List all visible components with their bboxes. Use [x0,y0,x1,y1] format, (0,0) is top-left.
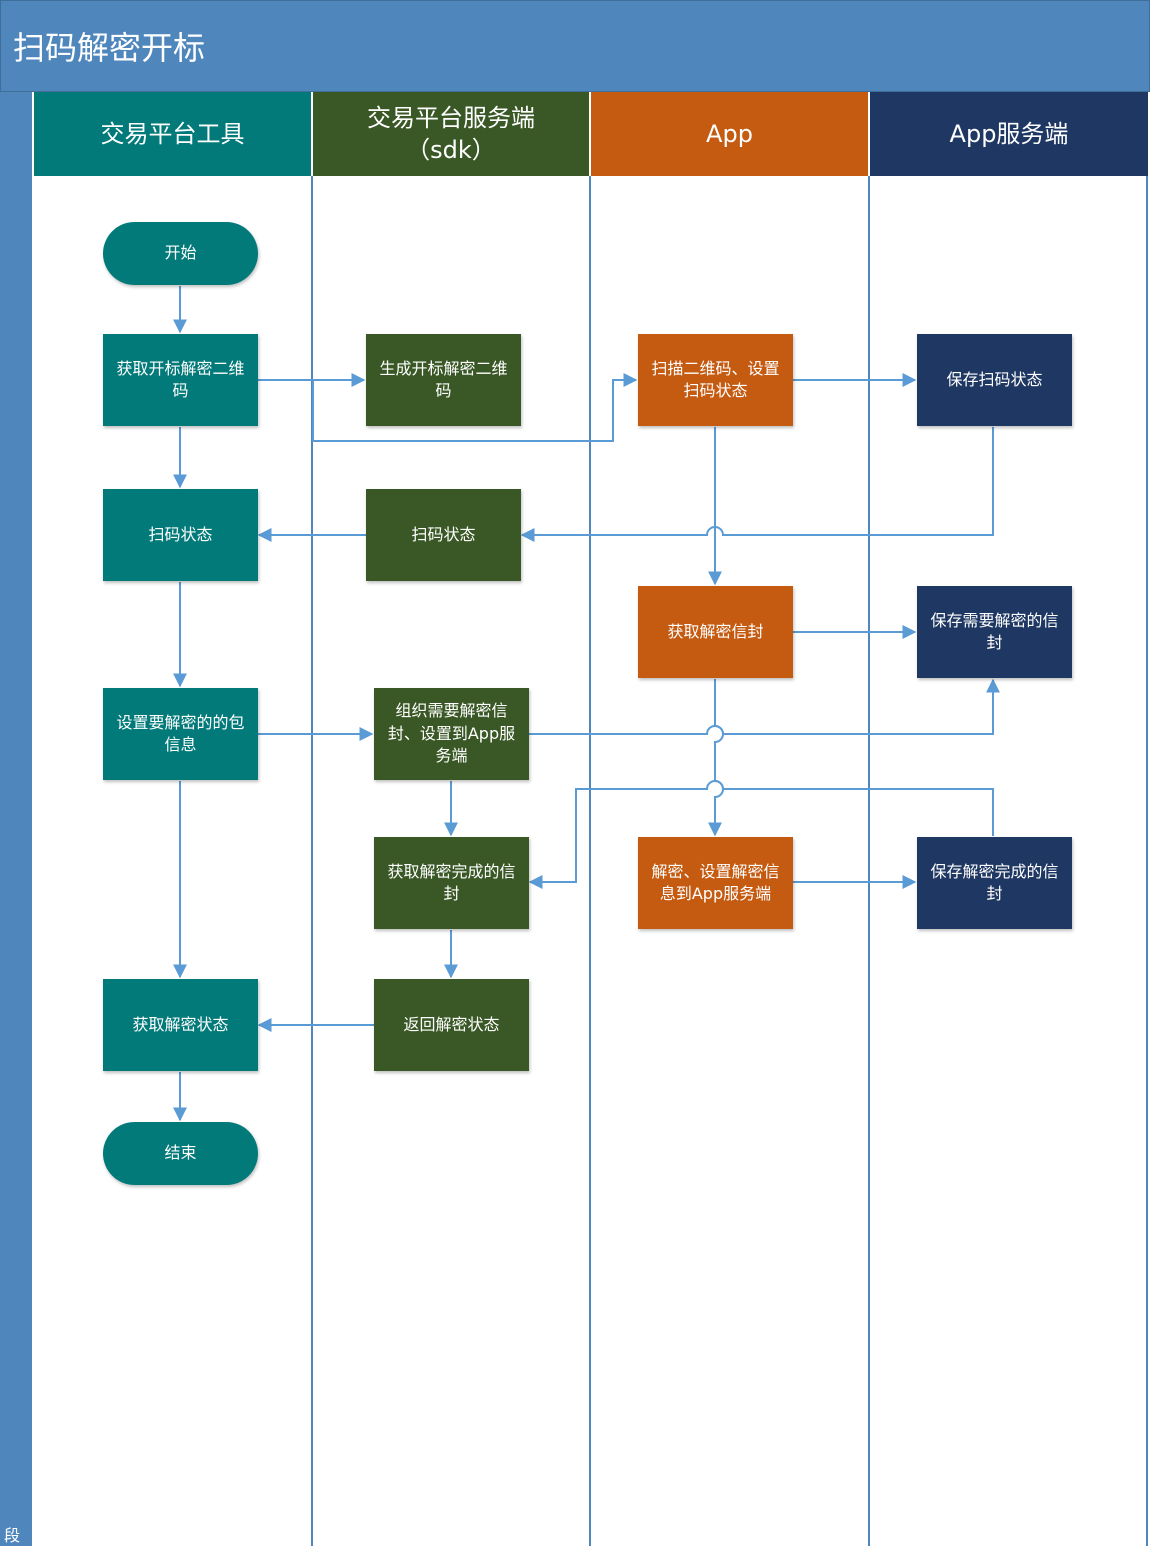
end-node: 结束 [103,1122,258,1185]
return-status-node: 返回解密状态 [374,979,529,1071]
lane-header-tool: 交易平台工具 [34,92,311,176]
decrypt-set-node-label: 解密、设置解密信息到App服务端 [651,861,780,903]
start-node: 开始 [103,222,258,285]
phase-strip: 段 [0,92,32,1546]
org-envelope-node: 组织需要解密信封、设置到App服务端 [374,688,529,780]
connector-save-scan-to-server-status [520,427,994,542]
connector-envelope-to-decrypt [708,679,724,837]
save-done-node-label: 保存解密完成的信封 [930,861,1059,903]
save-scan-node: 保存扫码状态 [917,334,1072,426]
scan-status-tool-node-label: 扫码状态 [148,524,213,544]
org-envelope-node-label: 组织需要解密信封、设置到App服务端 [387,701,516,766]
get-qr-node: 获取开标解密二维码 [103,334,258,426]
lane-header-server-label: 交易平台服务端 [367,103,535,132]
gen-qr-node: 生成开标解密二维码 [366,334,521,426]
decrypt-set-node: 解密、设置解密信息到App服务端 [638,837,793,929]
scan-set-node-label: 扫描二维码、设置扫码状态 [651,358,780,400]
lane-divider [311,176,313,1546]
set-package-node-label: 设置要解密的的包信息 [116,712,245,754]
scan-status-tool-node: 扫码状态 [103,489,258,581]
lane-header-server-sublabel: （sdk） [406,136,496,164]
save-envelope-node: 保存需要解密的信封 [917,586,1072,678]
phase-label: 段 [4,1526,21,1545]
lane-header-app-server: App服务端 [870,92,1148,176]
lane-header-app-label: App [706,119,753,148]
set-package-node: 设置要解密的的包信息 [103,688,258,780]
lane-header-tool-label: 交易平台工具 [100,119,245,148]
get-envelope-node: 获取解密信封 [638,586,793,678]
lane-header-app-server-label: App服务端 [949,119,1069,148]
connector-save-done-to-done-envelope [528,780,994,889]
start-node-label: 开始 [164,243,197,263]
connector-org-to-save-envelope [529,678,1000,735]
return-status-node-label: 返回解密状态 [403,1014,500,1034]
lane-header-app: App [591,92,868,176]
scan-set-node: 扫描二维码、设置扫码状态 [638,334,793,426]
save-scan-node-label: 保存扫码状态 [946,369,1043,389]
scan-status-server-node-label: 扫码状态 [411,524,476,544]
save-done-node: 保存解密完成的信封 [917,837,1072,929]
get-status-node-label: 获取解密状态 [132,1014,229,1034]
get-envelope-node-label: 获取解密信封 [667,621,764,641]
get-done-envelope-node: 获取解密完成的信封 [374,837,529,929]
get-qr-node-label: 获取开标解密二维码 [116,358,245,400]
diagram-title: 扫码解密开标 [13,29,206,67]
lane-divider [589,176,591,1546]
title-bar: 扫码解密开标 [0,0,1150,92]
lane-divider [868,176,870,1546]
connector-qr-to-app-scan [258,373,638,442]
lane-divider [1146,176,1148,1546]
lane-header-server: 交易平台服务端 （sdk） [313,92,589,176]
gen-qr-node-label: 生成开标解密二维码 [379,358,508,400]
scan-status-server-node: 扫码状态 [366,489,521,581]
save-envelope-node-label: 保存需要解密的信封 [930,610,1059,652]
get-done-envelope-node-label: 获取解密完成的信封 [387,861,516,903]
end-node-label: 结束 [164,1143,197,1163]
get-status-node: 获取解密状态 [103,979,258,1071]
